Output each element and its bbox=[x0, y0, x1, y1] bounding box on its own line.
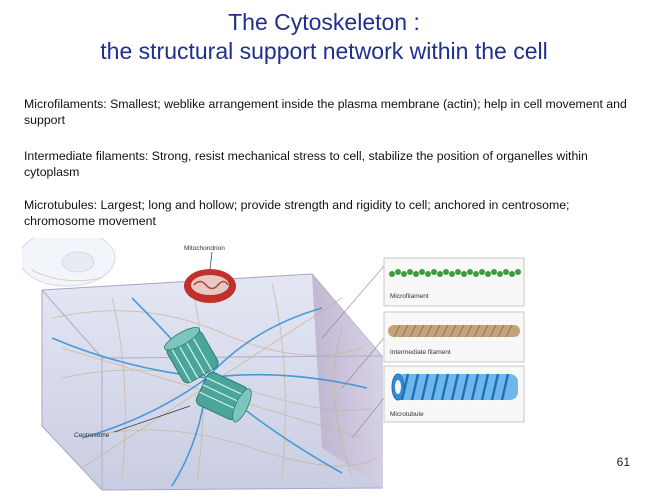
intermediate-filament-label: Intermediate filament bbox=[390, 349, 451, 356]
intermediate-filaments-description: Intermediate filaments: Strong, resist m… bbox=[24, 148, 634, 180]
microfilament-label: Microfilament bbox=[390, 293, 429, 300]
cytoskeleton-figure: Mitochondrion Centrosome bbox=[22, 238, 628, 493]
mitochondrion-label: Mitochondrion bbox=[184, 245, 225, 252]
microtubules-description: Microtubules: Largest; long and hollow; … bbox=[24, 197, 634, 229]
title-line-1: The Cytoskeleton : bbox=[0, 8, 648, 37]
slide-title: The Cytoskeleton : the structural suppor… bbox=[0, 8, 648, 66]
microtubule-panel: Microtubule bbox=[384, 366, 524, 422]
intermediate-filament-panel: Intermediate filament bbox=[384, 312, 524, 362]
microfilaments-description: Microfilaments: Smallest; weblike arrang… bbox=[24, 96, 634, 128]
mitochondrion bbox=[184, 252, 236, 303]
microtubule-label: Microtubule bbox=[390, 411, 424, 418]
cytoskeleton-illustration: Mitochondrion Centrosome bbox=[22, 238, 628, 493]
cell-overview-sketch bbox=[22, 238, 115, 286]
page-number: 61 bbox=[617, 455, 630, 469]
centrosome-label: Centrosome bbox=[74, 432, 110, 439]
microfilament-panel: Microfilament bbox=[384, 258, 524, 306]
title-line-2: the structural support network within th… bbox=[0, 37, 648, 66]
